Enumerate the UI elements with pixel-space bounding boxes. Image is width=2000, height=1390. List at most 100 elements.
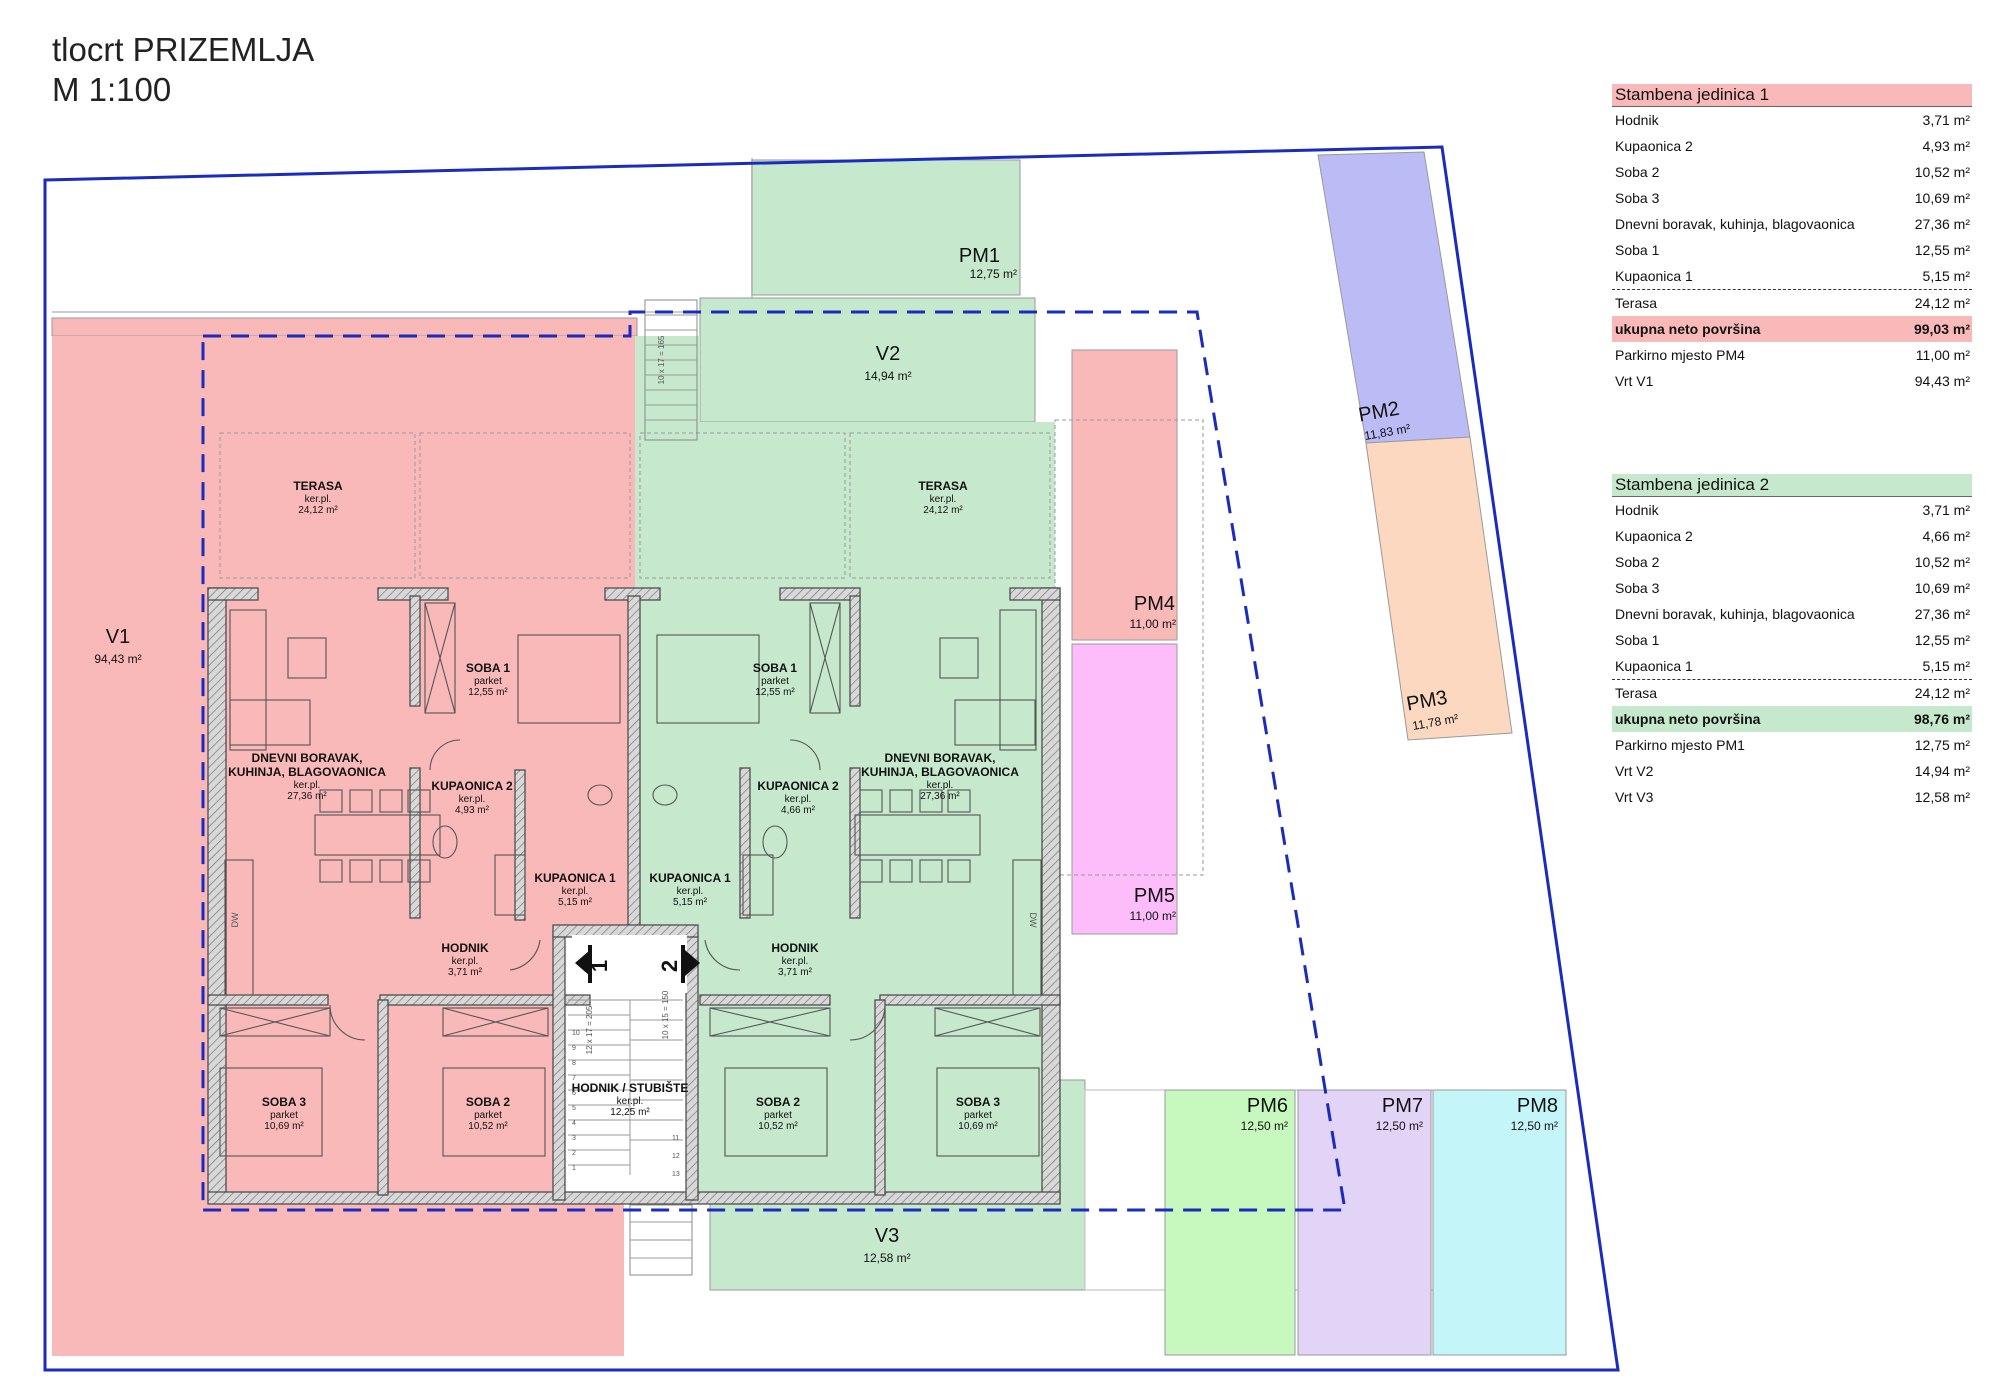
row-value: 24,12 m² <box>1914 295 1970 311</box>
row-label: Terasa <box>1615 295 1658 311</box>
entrance-marker-2: 2 <box>657 960 682 972</box>
row-label: Hodnik <box>1615 112 1659 128</box>
row-value: 12,55 m² <box>1914 242 1970 258</box>
unit2-interior <box>635 592 1058 1200</box>
bed <box>936 1067 1040 1157</box>
svg-text:4,66 m²: 4,66 m² <box>781 805 816 816</box>
svg-text:ker.pl.: ker.pl. <box>617 1096 644 1107</box>
svg-text:24,12 m²: 24,12 m² <box>923 505 963 516</box>
pm1-label: PM1 <box>959 245 1000 267</box>
svg-text:5,15 m²: 5,15 m² <box>673 897 708 908</box>
svg-text:ker.pl.: ker.pl. <box>452 956 479 967</box>
stair-step-number: 10 <box>572 1030 580 1037</box>
pm1-area <box>751 159 1021 296</box>
v2-area-value: 14,94 m² <box>864 369 911 383</box>
v3-label: V3 <box>875 1225 899 1247</box>
row-label: Terasa <box>1615 685 1658 701</box>
svg-text:10,52 m²: 10,52 m² <box>468 1121 508 1132</box>
room-soba1-2: SOBA 1 <box>753 661 798 675</box>
entrance-marker-1: 1 <box>587 960 612 972</box>
svg-text:ker.pl.: ker.pl. <box>927 780 954 791</box>
pm7-area-value: 12,50 m² <box>1376 1119 1423 1133</box>
stair-step-number: 12 <box>672 1153 680 1160</box>
row-value: 10,69 m² <box>1914 190 1970 206</box>
table-row: Parkirno mjesto PM1 12,75 m² <box>1612 732 1972 758</box>
unit2-table-header: Stambena jedinica 2 <box>1612 474 1972 497</box>
stair-step-number: 2 <box>572 1150 576 1157</box>
unit1-table-header: Stambena jedinica 1 <box>1612 84 1972 107</box>
svg-text:5,15 m²: 5,15 m² <box>558 897 593 908</box>
room-terasa-1: TERASA <box>293 479 343 493</box>
stair-run-label: 10 x 17 = 165 <box>657 335 666 384</box>
row-value: 10,52 m² <box>1914 554 1970 570</box>
v1-strip <box>51 317 638 337</box>
svg-text:12,55 m²: 12,55 m² <box>468 687 508 698</box>
site-boundary <box>43 145 1620 1372</box>
pm5-area <box>1071 643 1178 935</box>
row-value: 12,75 m² <box>1914 737 1970 753</box>
room-dnevni-1a: DNEVNI BORAVAK, <box>252 751 363 765</box>
svg-text:parket: parket <box>270 1110 298 1121</box>
stair-step-number: 13 <box>672 1171 680 1178</box>
row-value: 98,76 m² <box>1913 711 1970 727</box>
pm1-area-value: 12,75 m² <box>970 267 1017 281</box>
pm3-area <box>1365 436 1513 741</box>
row-value: 94,43 m² <box>1914 373 1970 389</box>
svg-text:ker.pl.: ker.pl. <box>677 886 704 897</box>
stair-step-number: 4 <box>572 1120 576 1127</box>
room-hodnik-2: HODNIK <box>771 941 819 955</box>
room-hodnik-1: HODNIK <box>441 941 489 955</box>
bed <box>724 1067 828 1157</box>
svg-text:10,52 m²: 10,52 m² <box>758 1121 798 1132</box>
room-soba2-2: SOBA 2 <box>756 1095 801 1109</box>
room-kup2-1: KUPAONICA 2 <box>431 779 513 793</box>
row-label: Kupaonica 2 <box>1615 138 1693 154</box>
table-row: Soba 2 10,52 m² <box>1612 159 1972 185</box>
row-label: Soba 3 <box>1615 190 1660 206</box>
bed <box>517 634 621 724</box>
svg-text:ker.pl.: ker.pl. <box>782 956 809 967</box>
pm4-area-value: 11,00 m² <box>1130 617 1176 631</box>
svg-text:12,55 m²: 12,55 m² <box>755 687 795 698</box>
stair-step-number: 5 <box>572 1105 576 1112</box>
svg-text:4,93 m²: 4,93 m² <box>455 805 490 816</box>
pm7-label: PM7 <box>1382 1095 1423 1117</box>
row-label: Dnevni boravak, kuhinja, blagovaonica <box>1615 216 1855 232</box>
dishwasher-label: DW <box>230 912 240 927</box>
row-label: ukupna neto površina <box>1615 321 1761 337</box>
title-line-2: M 1:100 <box>52 71 172 108</box>
pm8-label: PM8 <box>1517 1095 1558 1117</box>
stair-step-number: 3 <box>572 1135 576 1142</box>
row-value: 14,94 m² <box>1914 763 1970 779</box>
room-stubiste: HODNIK / STUBIŠTE <box>572 1080 689 1095</box>
stair-run-label: 10 x 15 = 150 <box>661 990 670 1039</box>
room-soba1-1: SOBA 1 <box>466 661 511 675</box>
bed <box>442 1067 546 1157</box>
svg-text:3,71 m²: 3,71 m² <box>778 967 813 978</box>
row-label: Dnevni boravak, kuhinja, blagovaonica <box>1615 606 1855 622</box>
row-value: 4,93 m² <box>1922 138 1970 154</box>
row-value: 99,03 m² <box>1913 321 1970 337</box>
svg-text:ker.pl.: ker.pl. <box>562 886 589 897</box>
pm6-area-value: 12,50 m² <box>1241 1119 1288 1133</box>
unit1-terrace-area <box>203 336 635 592</box>
pm6-area <box>1164 1089 1296 1356</box>
title-line-1: tlocrt PRIZEMLJA <box>52 31 315 68</box>
row-value: 24,12 m² <box>1914 685 1970 701</box>
svg-text:parket: parket <box>474 1110 502 1121</box>
stair-step-number: 7 <box>572 1075 576 1082</box>
row-label: Parkirno mjesto PM1 <box>1615 737 1745 753</box>
row-value: 10,52 m² <box>1914 164 1970 180</box>
row-value: 27,36 m² <box>1914 216 1970 232</box>
row-value: 12,55 m² <box>1914 632 1970 648</box>
svg-text:parket: parket <box>964 1110 992 1121</box>
row-label: Soba 2 <box>1615 164 1660 180</box>
row-value: 5,15 m² <box>1922 658 1970 674</box>
svg-text:10,69 m²: 10,69 m² <box>958 1121 998 1132</box>
